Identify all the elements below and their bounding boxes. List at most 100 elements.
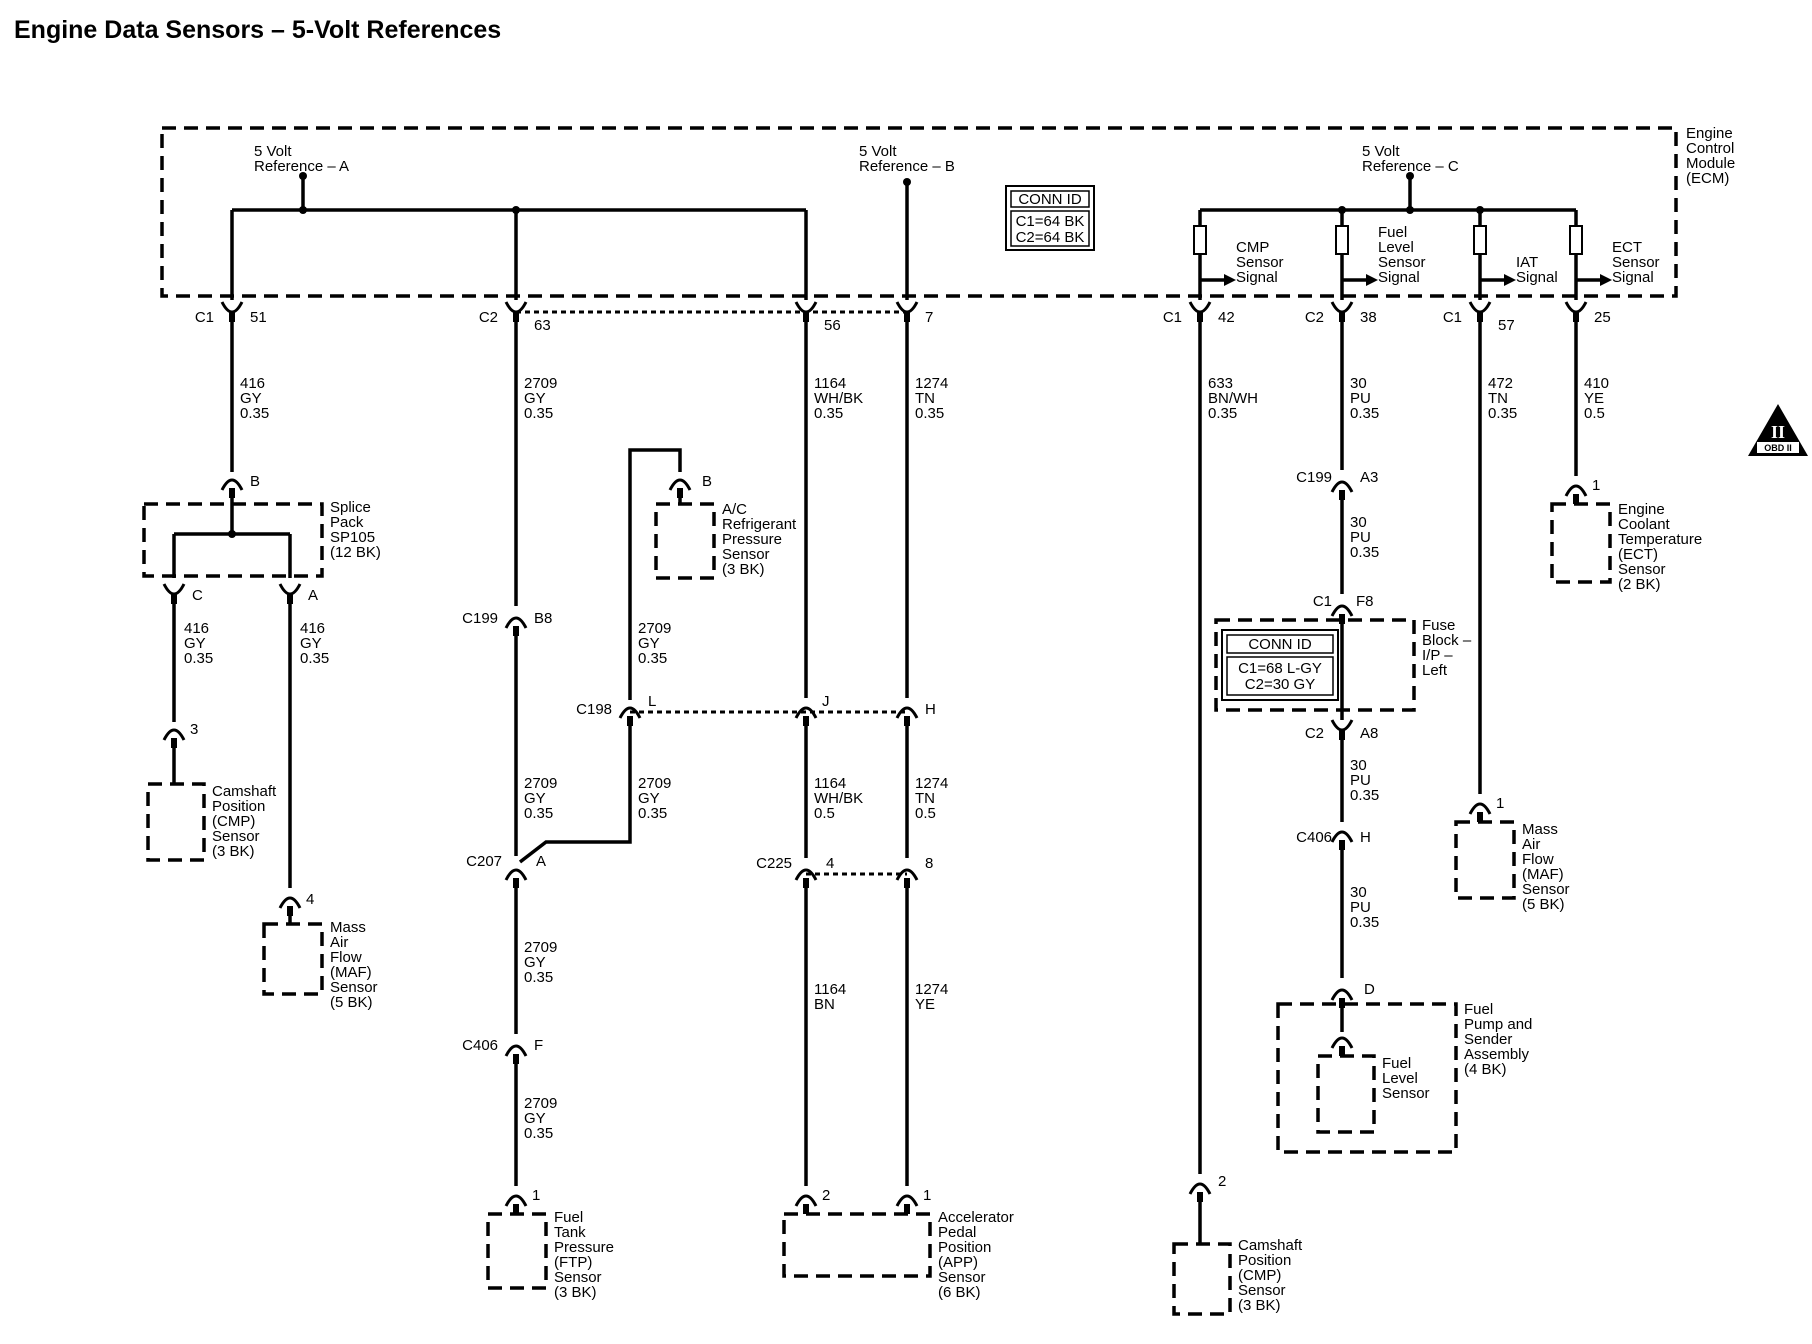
cmp-sensor-right-label: Camshaft	[1238, 1237, 1303, 1254]
maf-sensor-right-label: (5 BK)	[1522, 896, 1565, 913]
page-title: Engine Data Sensors – 5-Volt References	[14, 16, 502, 44]
wire-circuit: 2709	[524, 939, 557, 956]
component-labels: B C A Splice Pack SP105 (12 BK) B A/C Re…	[190, 473, 1702, 1314]
fuse-conn-id-line: C2=30 GY	[1245, 676, 1315, 693]
wire-size: 0.5	[814, 805, 835, 822]
pin-number: B	[250, 473, 260, 490]
ect-sensor-label: Coolant	[1618, 516, 1671, 533]
connector-id: C1	[1313, 593, 1332, 610]
ftp-sensor-label: Tank	[554, 1224, 586, 1241]
ftp-sensor-box	[486, 1212, 548, 1290]
pin-number: 4	[826, 855, 834, 872]
wire-color: GY	[638, 790, 660, 807]
wire-circuit: 30	[1350, 884, 1367, 901]
ref-c-label: Reference – C	[1362, 158, 1459, 175]
connector-links	[516, 310, 907, 876]
ect-sensor-label: Temperature	[1618, 531, 1702, 548]
fuse-block-box	[1214, 618, 1416, 712]
pin-number: 38	[1360, 309, 1377, 326]
wire-size: 0.35	[1350, 787, 1379, 804]
wire-color: PU	[1350, 529, 1371, 546]
fuse-block-label: Left	[1422, 662, 1448, 679]
pin-number: 8	[925, 855, 933, 872]
app-sensor-label: Accelerator	[938, 1209, 1014, 1226]
wire-circuit: 2709	[524, 375, 557, 392]
ac-sensor-label: Pressure	[722, 531, 782, 548]
wire-color: GY	[638, 635, 660, 652]
wire-circuit: 2709	[638, 620, 671, 637]
wire-circuit: 1274	[915, 775, 948, 792]
connector-id: C1	[1163, 309, 1182, 326]
maf-sensor-right-label: (MAF)	[1522, 866, 1564, 883]
fuel-signal-label: Signal	[1378, 269, 1420, 286]
wire-circuit: 410	[1584, 375, 1609, 392]
wire-circuit: 1164	[814, 375, 846, 392]
maf-sensor-right-label: Air	[1522, 836, 1540, 853]
pin-number: 51	[250, 309, 267, 326]
fuse-block-label: I/P –	[1422, 647, 1453, 664]
wire-size: 0.5	[915, 805, 936, 822]
app-sensor-label: Sensor	[938, 1269, 986, 1286]
wire-size: 0.35	[240, 405, 269, 422]
wire-color: WH/BK	[814, 390, 863, 407]
connector-id: C207	[466, 853, 502, 870]
wire-size: 0.35	[915, 405, 944, 422]
maf-sensor-left-label: Flow	[330, 949, 362, 966]
pin-number: 25	[1594, 309, 1611, 326]
maf-sensor-right-box	[1454, 820, 1516, 900]
wire-circuit: 2709	[524, 775, 557, 792]
wire-circuit: 1274	[915, 981, 948, 998]
wire-color: PU	[1350, 899, 1371, 916]
ecm-boundary	[160, 126, 1678, 298]
wire-circuit: 633	[1208, 375, 1233, 392]
cmp-signal-label: Signal	[1236, 269, 1278, 286]
splice-pack-label: Pack	[330, 514, 364, 531]
pin-number: L	[648, 693, 656, 710]
fuel-pump-label: (4 BK)	[1464, 1061, 1507, 1078]
cmp-signal-label: CMP	[1236, 239, 1269, 256]
wire-color: GY	[300, 635, 322, 652]
ect-sensor-label: Engine	[1618, 501, 1665, 518]
wire-size: 0.35	[1350, 405, 1379, 422]
connector-id: C2	[1305, 309, 1324, 326]
cmp-sensor-left-label: (3 BK)	[212, 843, 255, 860]
ftp-sensor-label: Pressure	[554, 1239, 614, 1256]
wire-circuit: 2709	[638, 775, 671, 792]
fuel-signal-label: Fuel	[1378, 224, 1407, 241]
cmp-sensor-left-label: Position	[212, 798, 265, 815]
obd-ii-icon: II OBD II	[1748, 404, 1808, 456]
ecm-conn-id-line: C1=64 BK	[1016, 213, 1085, 230]
wire-size: 0.35	[1350, 914, 1379, 931]
maf-sensor-right-label: Sensor	[1522, 881, 1570, 898]
maf-sensor-left-label: Sensor	[330, 979, 378, 996]
fuel-signal-label: Sensor	[1378, 254, 1426, 271]
wire-size: 0.35	[1208, 405, 1237, 422]
connector-id: C198	[576, 701, 612, 718]
pin-number: A	[308, 587, 318, 604]
maf-sensor-right-label: Flow	[1522, 851, 1554, 868]
connector-labels: C1 51 C2 63 56 7 C1 42 C2 38 C1 57 25 C1…	[195, 309, 1611, 1054]
wire-size: 0.35	[524, 969, 553, 986]
ecm-conn-id-title: CONN ID	[1018, 191, 1082, 208]
wire-color: WH/BK	[814, 790, 863, 807]
ecm-conn-id-box: CONN ID C1=64 BK C2=64 BK	[1005, 185, 1095, 251]
wire-circuit: 1164	[814, 981, 846, 998]
connector-id: C1	[195, 309, 214, 326]
iat-signal-label: IAT	[1516, 254, 1538, 271]
pin-number: A8	[1360, 725, 1378, 742]
connector-id: C406	[1296, 829, 1332, 846]
cmp-sensor-left-label: (CMP)	[212, 813, 255, 830]
iat-signal-label: Signal	[1516, 269, 1558, 286]
wire-size: 0.35	[814, 405, 843, 422]
fuel-pump-label: Pump and	[1464, 1016, 1532, 1033]
ref-b-label: Reference – B	[859, 158, 955, 175]
junction-dots	[228, 172, 1484, 538]
ftp-sensor-label: (FTP)	[554, 1254, 592, 1271]
fuel-level-sensor-label: Sensor	[1382, 1085, 1430, 1102]
wire-color: BN/WH	[1208, 390, 1258, 407]
maf-sensor-left-label: (5 BK)	[330, 994, 373, 1011]
cmp-sensor-left-label: Sensor	[212, 828, 260, 845]
pin-number: 1	[923, 1187, 931, 1204]
ftp-sensor-label: Sensor	[554, 1269, 602, 1286]
fuel-pump-label: Fuel	[1464, 1001, 1493, 1018]
